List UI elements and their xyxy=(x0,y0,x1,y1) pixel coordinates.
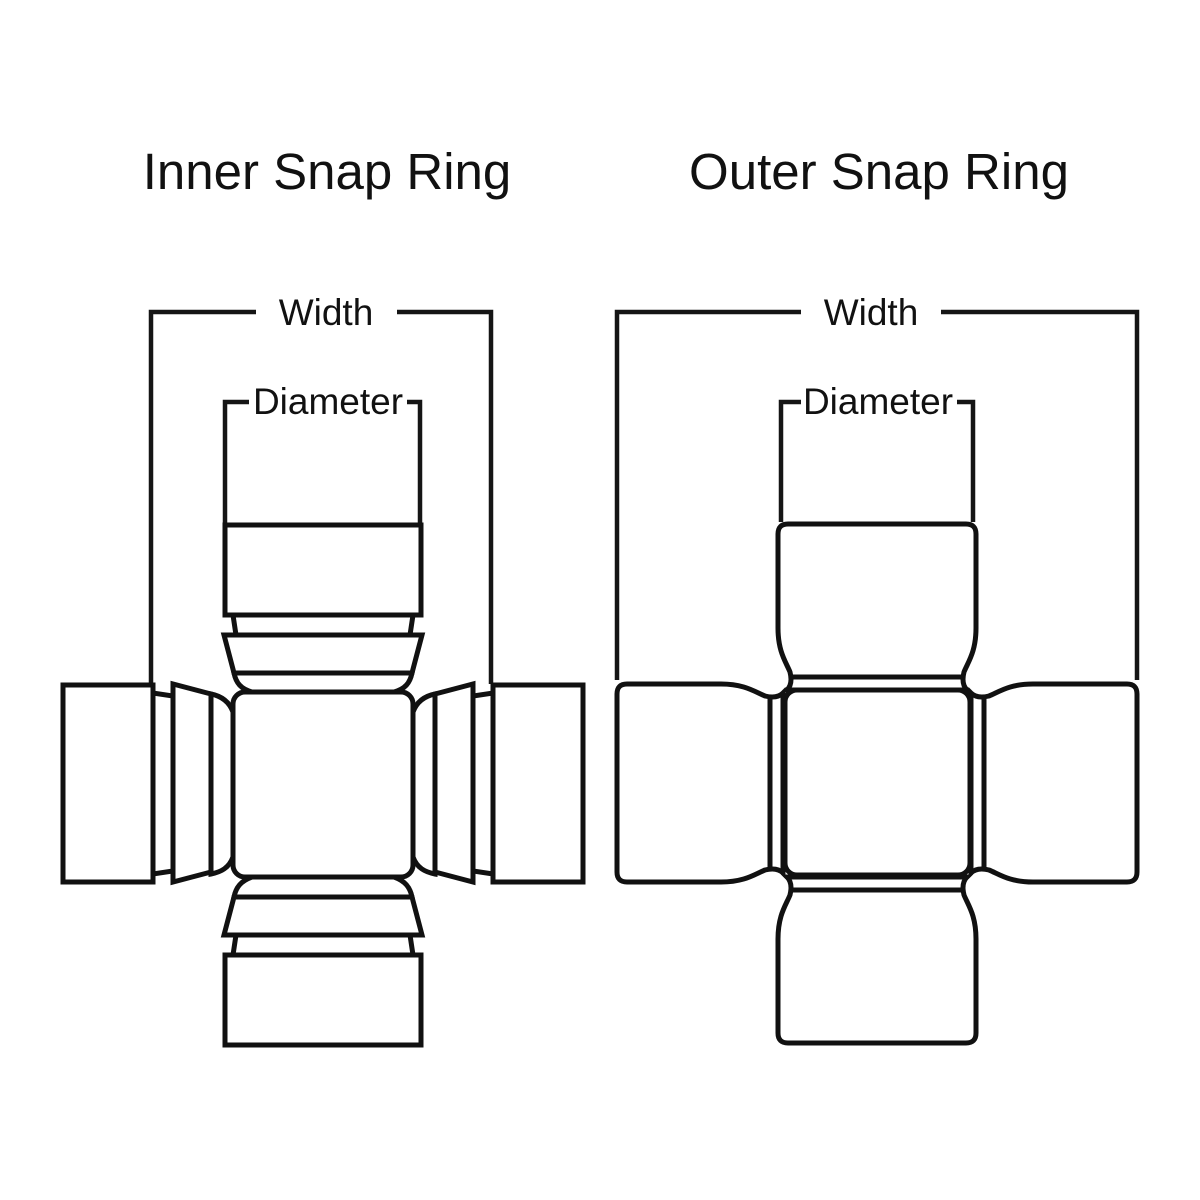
right-snap-ring-band xyxy=(470,690,496,877)
cross-center-body xyxy=(782,687,973,878)
outer-ujoint-drawing xyxy=(614,521,1140,1046)
outer-snap-ring-figure: Outer Snap Ring Width Diameter xyxy=(614,143,1140,1046)
inner-width-dimension: Width xyxy=(148,292,494,684)
right-bearing-cap xyxy=(490,682,586,885)
left-arm xyxy=(60,680,236,886)
left-bearing-cap xyxy=(60,682,156,885)
bottom-snap-ring-band xyxy=(230,932,416,958)
width-dimension-left-bracket xyxy=(148,309,256,684)
top-arm-flange xyxy=(220,632,426,676)
left-bearing-cap xyxy=(614,681,786,885)
top-arm xyxy=(220,522,426,695)
width-dimension-right-bracket xyxy=(941,309,1140,680)
left-arm xyxy=(614,681,786,885)
left-snap-ring-band xyxy=(150,690,176,877)
top-snap-ring-band xyxy=(230,612,416,638)
top-arm-skirt xyxy=(230,670,416,695)
right-arm-flange xyxy=(432,680,476,886)
outer-figure-title: Outer Snap Ring xyxy=(689,143,1069,200)
top-bearing-cap xyxy=(775,521,979,693)
left-arm-flange xyxy=(170,680,214,886)
inner-figure-title: Inner Snap Ring xyxy=(143,143,512,200)
bottom-bearing-cap xyxy=(222,952,424,1048)
width-dimension-label: Width xyxy=(824,292,919,333)
width-dimension-right-bracket xyxy=(397,309,494,684)
bottom-arm xyxy=(220,874,426,1048)
outer-width-dimension: Width xyxy=(614,292,1140,680)
diameter-dimension-right-bracket xyxy=(957,399,976,522)
cross-center-body xyxy=(230,689,416,880)
bottom-arm xyxy=(775,874,979,1046)
left-arm-skirt xyxy=(208,690,236,878)
inner-diameter-dimension: Diameter xyxy=(222,381,423,523)
diameter-dimension-label: Diameter xyxy=(803,381,953,422)
width-dimension-left-bracket xyxy=(614,309,801,680)
top-bearing-cap xyxy=(222,522,424,618)
inner-ujoint-drawing xyxy=(60,522,586,1048)
bottom-arm-skirt xyxy=(230,874,416,900)
diameter-dimension-left-bracket xyxy=(222,399,249,523)
outer-diameter-dimension: Diameter xyxy=(778,381,976,522)
right-bearing-cap xyxy=(968,681,1140,885)
right-arm xyxy=(968,681,1140,885)
right-arm xyxy=(410,680,586,886)
diameter-dimension-label: Diameter xyxy=(253,381,403,422)
diameter-dimension-right-bracket xyxy=(407,399,423,523)
inner-snap-ring-figure: Inner Snap Ring Width Diameter xyxy=(60,143,586,1048)
width-dimension-label: Width xyxy=(279,292,374,333)
bottom-bearing-cap xyxy=(775,874,979,1046)
right-arm-skirt xyxy=(410,690,438,878)
top-arm xyxy=(775,521,979,693)
diameter-dimension-left-bracket xyxy=(778,399,801,522)
bottom-arm-flange xyxy=(220,894,426,938)
